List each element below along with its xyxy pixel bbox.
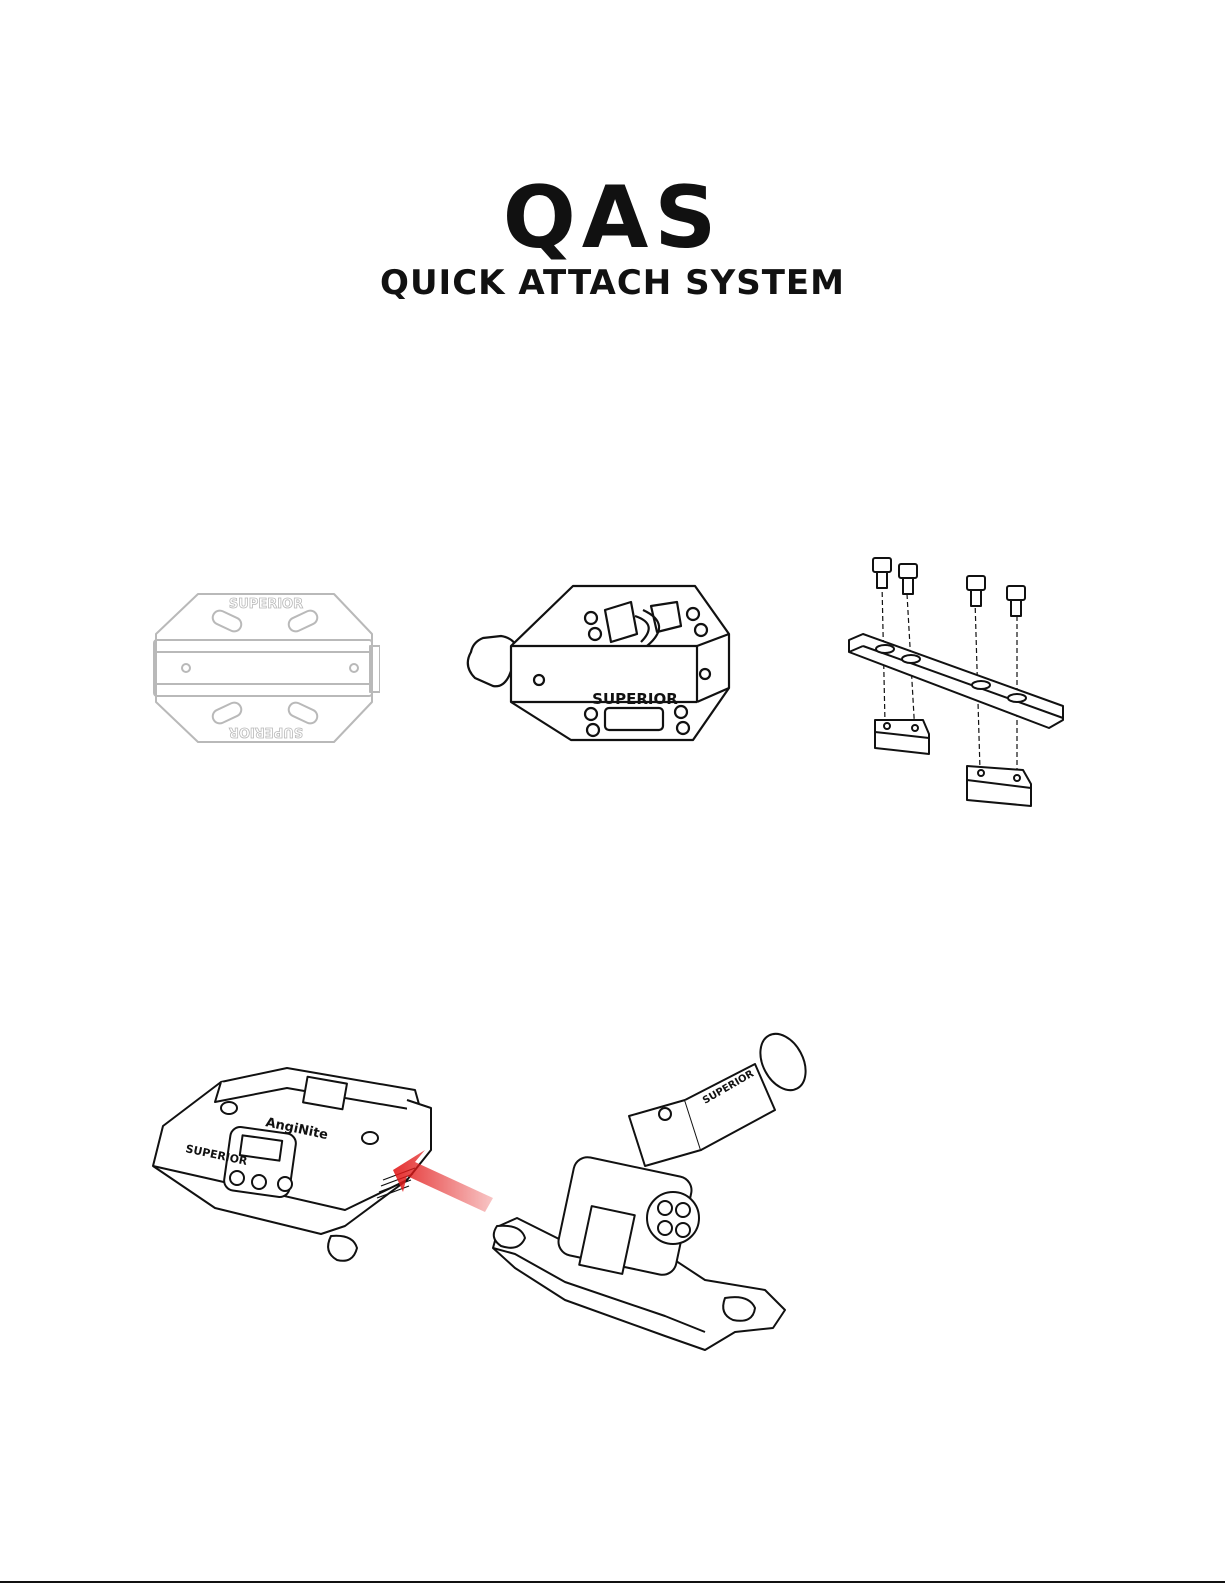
- page-title: QAS: [0, 175, 1225, 261]
- plate-brand-top: SUPERIOR: [229, 597, 303, 612]
- clamp-brand: SUPERIOR: [592, 690, 678, 708]
- mounting-bar-kit-illustration: [845, 548, 1070, 818]
- plate-brand-bottom: SUPERIOR: [229, 724, 303, 739]
- qas-clamp-illustration: SUPERIOR: [465, 580, 740, 755]
- instrument-attach-illustration: SUPERIOR AngiNite SUPERIOR: [145, 1030, 810, 1370]
- page-subtitle: QUICK ATTACH SYSTEM: [0, 266, 1225, 300]
- footer-rule: [0, 1581, 1225, 1583]
- qas-plate-illustration: SUPERIOR SUPERIOR: [140, 578, 380, 758]
